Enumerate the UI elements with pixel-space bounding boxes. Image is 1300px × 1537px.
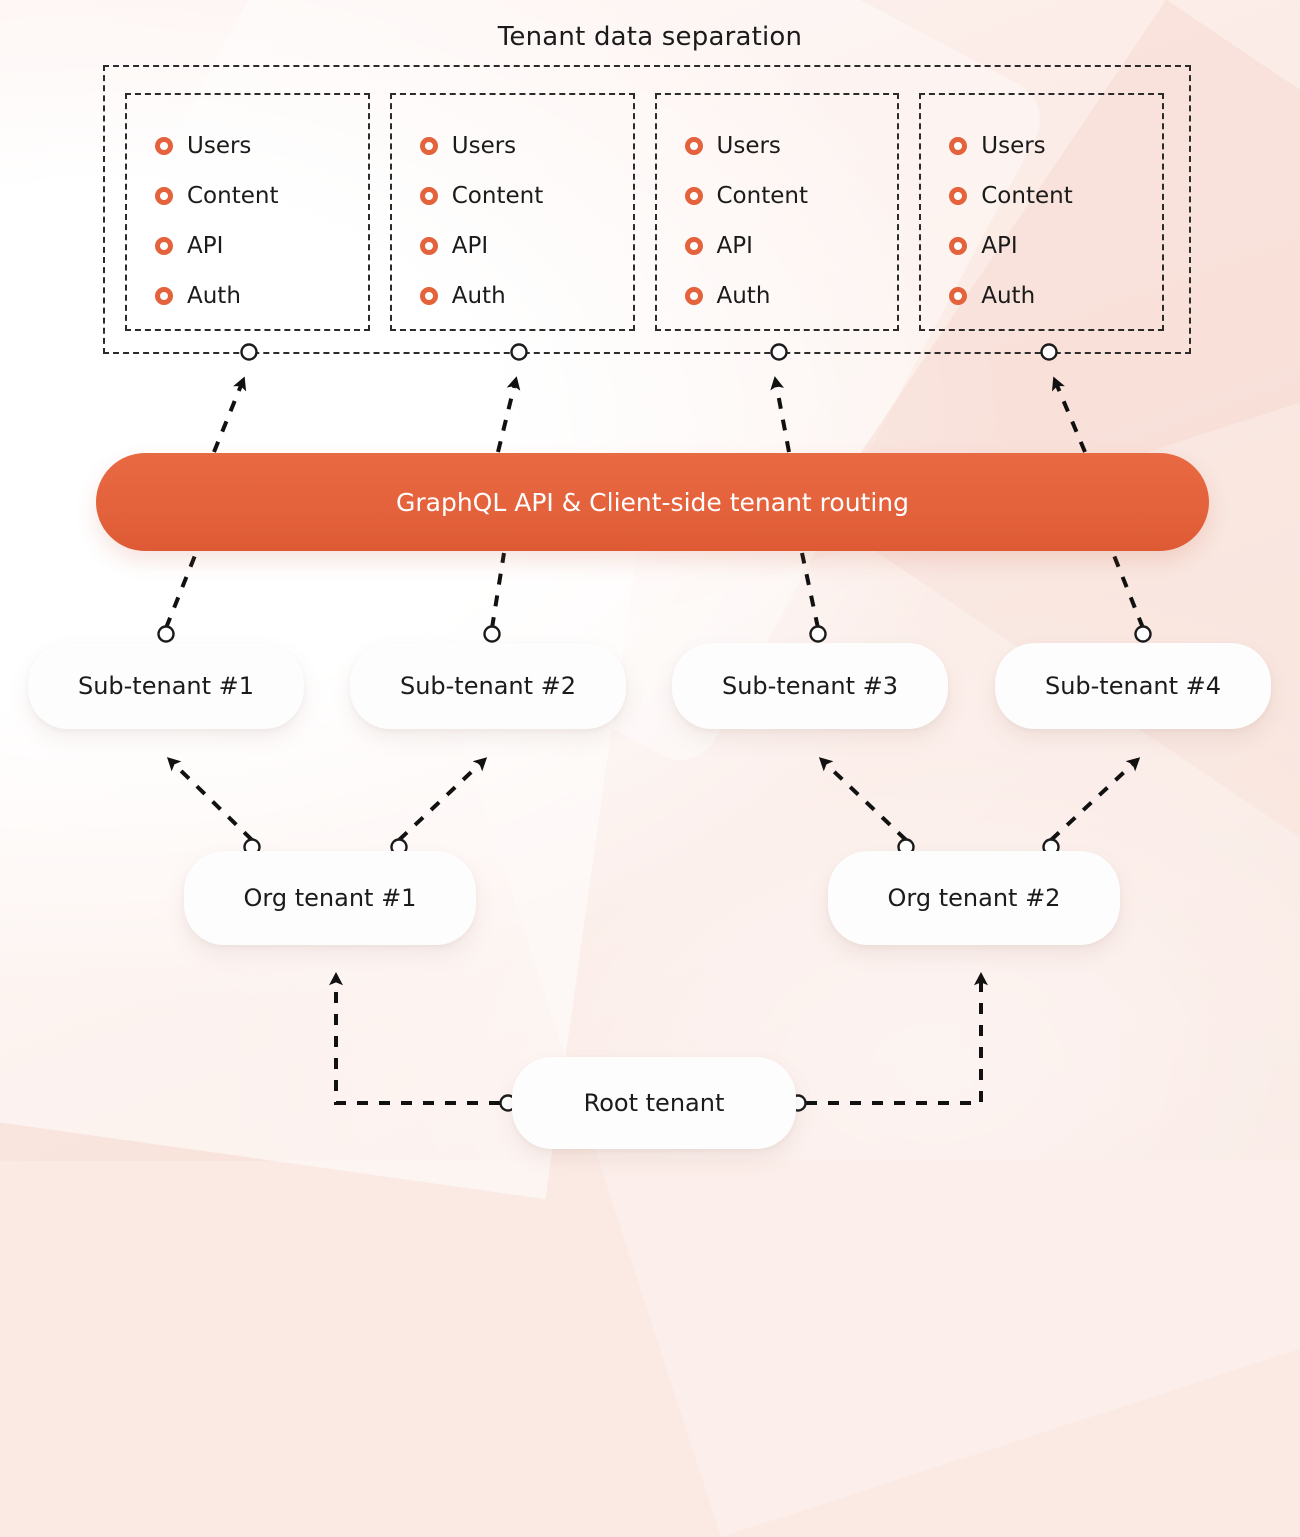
ring-dot-icon	[155, 137, 173, 155]
resource-label: Users	[187, 133, 252, 159]
resource-label: Users	[981, 133, 1046, 159]
wire-banner-to-card-3	[770, 376, 791, 453]
resource-row: Content	[419, 171, 633, 221]
node-sub-tenant-3[interactable]: Sub-tenant #3	[672, 643, 948, 729]
resource-row: Auth	[419, 271, 633, 321]
resource-row: Content	[684, 171, 898, 221]
circle-port-icon[interactable]	[770, 343, 788, 361]
node-root-tenant[interactable]: Root tenant	[512, 1057, 796, 1149]
tenant-data-separation-zone	[103, 65, 1191, 354]
resource-row: Content	[155, 171, 368, 221]
node-sub-tenant-1[interactable]: Sub-tenant #1	[28, 643, 304, 729]
node-org-tenant-2[interactable]: Org tenant #2	[828, 851, 1120, 945]
node-sub-tenant-4[interactable]: Sub-tenant #4	[995, 643, 1271, 729]
wire-org-1-to-subtenant-1	[166, 757, 254, 842]
ring-dot-icon	[949, 237, 968, 255]
resource-row: Auth	[949, 271, 1162, 321]
resource-row: Users	[949, 121, 1162, 171]
graphql-api-banner[interactable]: GraphQL API & Client-side tenant routing	[96, 453, 1209, 551]
wire-banner-to-card-2	[496, 376, 521, 453]
resource-label: Content	[451, 183, 544, 209]
wire-banner-to-card-1	[212, 376, 247, 453]
circle-port-icon[interactable]	[1040, 343, 1058, 361]
resource-label: API	[716, 233, 753, 259]
resource-row: Users	[419, 121, 633, 171]
wire-subtenant-2-to-banner	[490, 552, 506, 629]
ring-dot-icon	[684, 137, 703, 155]
ring-dot-icon	[419, 237, 438, 255]
wire-root-to-org-1	[329, 972, 500, 1105]
page-title: Tenant data separation	[497, 22, 803, 52]
resource-label: Auth	[981, 283, 1036, 309]
resource-label: Content	[187, 183, 279, 209]
resource-label: Auth	[451, 283, 506, 309]
ring-dot-icon	[419, 137, 438, 155]
resource-label: Users	[451, 133, 517, 159]
resource-label: API	[451, 233, 489, 259]
ring-dot-icon	[419, 287, 438, 305]
node-sub-tenant-2[interactable]: Sub-tenant #2	[350, 643, 626, 729]
tenant-card-3[interactable]: Users Content API Auth	[654, 93, 900, 331]
tenant-card-4[interactable]: Users Content API Auth	[919, 93, 1164, 331]
circle-port-icon[interactable]	[510, 343, 528, 361]
tenant-card-1[interactable]: Users Content API Auth	[125, 93, 370, 331]
ring-dot-icon	[155, 187, 173, 205]
ring-dot-icon	[155, 287, 173, 305]
resource-label: API	[187, 233, 224, 259]
resource-row: API	[684, 221, 898, 271]
resource-label: Auth	[187, 283, 241, 309]
ring-dot-icon	[155, 237, 173, 255]
ring-dot-icon	[949, 137, 968, 155]
resource-row: API	[949, 221, 1162, 271]
circle-port-icon[interactable]	[157, 625, 175, 643]
ring-dot-icon	[684, 287, 703, 305]
wire-subtenant-1-to-banner	[164, 552, 198, 629]
tenant-cards-group: Users Content API Auth Users Conte	[125, 93, 1164, 331]
wire-banner-to-card-4	[1051, 376, 1087, 453]
circle-port-icon[interactable]	[483, 625, 501, 643]
circle-port-icon[interactable]	[1134, 625, 1152, 643]
resource-label: API	[981, 233, 1018, 259]
diagram-canvas: Tenant data separation Users Content API…	[0, 0, 1300, 1200]
resource-label: Content	[981, 183, 1073, 209]
resource-row: API	[155, 221, 368, 271]
wire-subtenant-3-to-banner	[800, 552, 820, 629]
resource-row: Auth	[684, 271, 898, 321]
connector-layer	[157, 343, 1152, 1112]
ring-dot-icon	[684, 237, 703, 255]
wire-org-2-to-subtenant-3	[818, 757, 908, 842]
ring-dot-icon	[949, 287, 968, 305]
resource-row: Users	[155, 121, 368, 171]
wire-org-1-to-subtenant-2	[397, 757, 488, 842]
ring-dot-icon	[419, 187, 438, 205]
circle-port-icon[interactable]	[809, 625, 827, 643]
ring-dot-icon	[684, 187, 703, 205]
resource-label: Users	[716, 133, 781, 159]
resource-label: Content	[716, 183, 808, 209]
wire-subtenant-4-to-banner	[1111, 552, 1145, 629]
tenant-card-2[interactable]: Users Content API Auth	[389, 93, 635, 331]
resource-row: Users	[684, 121, 898, 171]
ring-dot-icon	[949, 187, 968, 205]
wire-root-to-org-2	[806, 972, 988, 1105]
wire-org-2-to-subtenant-4	[1049, 757, 1141, 842]
node-org-tenant-1[interactable]: Org tenant #1	[184, 851, 476, 945]
resource-row: API	[419, 221, 633, 271]
resource-label: Auth	[716, 283, 771, 309]
circle-port-icon[interactable]	[240, 343, 258, 361]
resource-row: Content	[949, 171, 1162, 221]
resource-row: Auth	[155, 271, 368, 321]
